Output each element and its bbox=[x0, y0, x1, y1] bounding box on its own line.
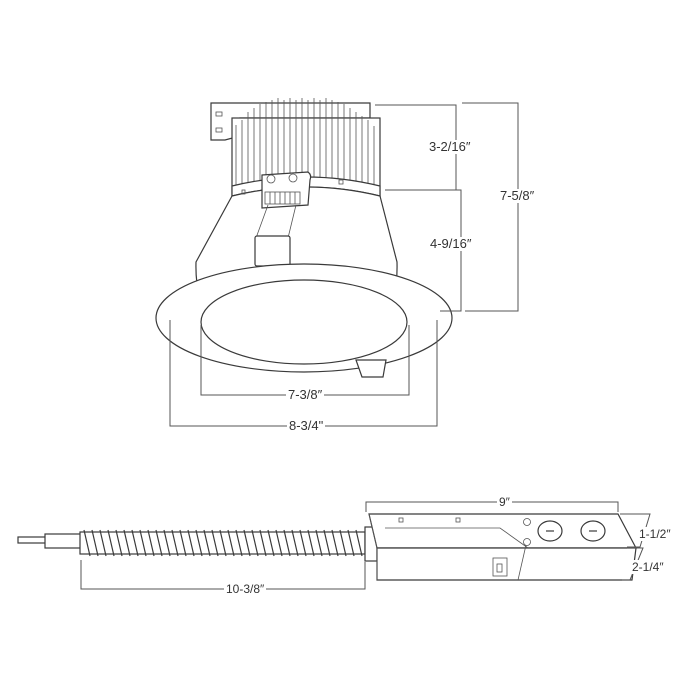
spring-clip bbox=[254, 171, 312, 267]
downlight-fixture bbox=[155, 98, 453, 378]
dim-reflector-height: 4-9/16″ bbox=[428, 236, 474, 251]
dim-box-length: 9″ bbox=[497, 495, 512, 509]
junction-box-assembly bbox=[17, 513, 637, 581]
bottom-dimension-lines bbox=[80, 501, 651, 590]
dim-box-width: 1-1/2″ bbox=[637, 527, 673, 541]
dim-aperture-diameter: 7-3/8″ bbox=[286, 387, 325, 402]
dim-box-height: 2-1/4″ bbox=[630, 560, 666, 574]
dim-trim-diameter: 8-3/4" bbox=[287, 418, 326, 433]
aperture bbox=[200, 279, 408, 365]
box-front bbox=[376, 547, 637, 581]
dim-conduit-length: 10-3/8″ bbox=[224, 582, 267, 596]
dim-overall-height: 7-5/8″ bbox=[498, 188, 537, 203]
dimmer-switch bbox=[492, 557, 508, 577]
flex-conduit bbox=[79, 529, 366, 557]
dim-heatsink-height: 3-2/16″ bbox=[427, 139, 473, 154]
